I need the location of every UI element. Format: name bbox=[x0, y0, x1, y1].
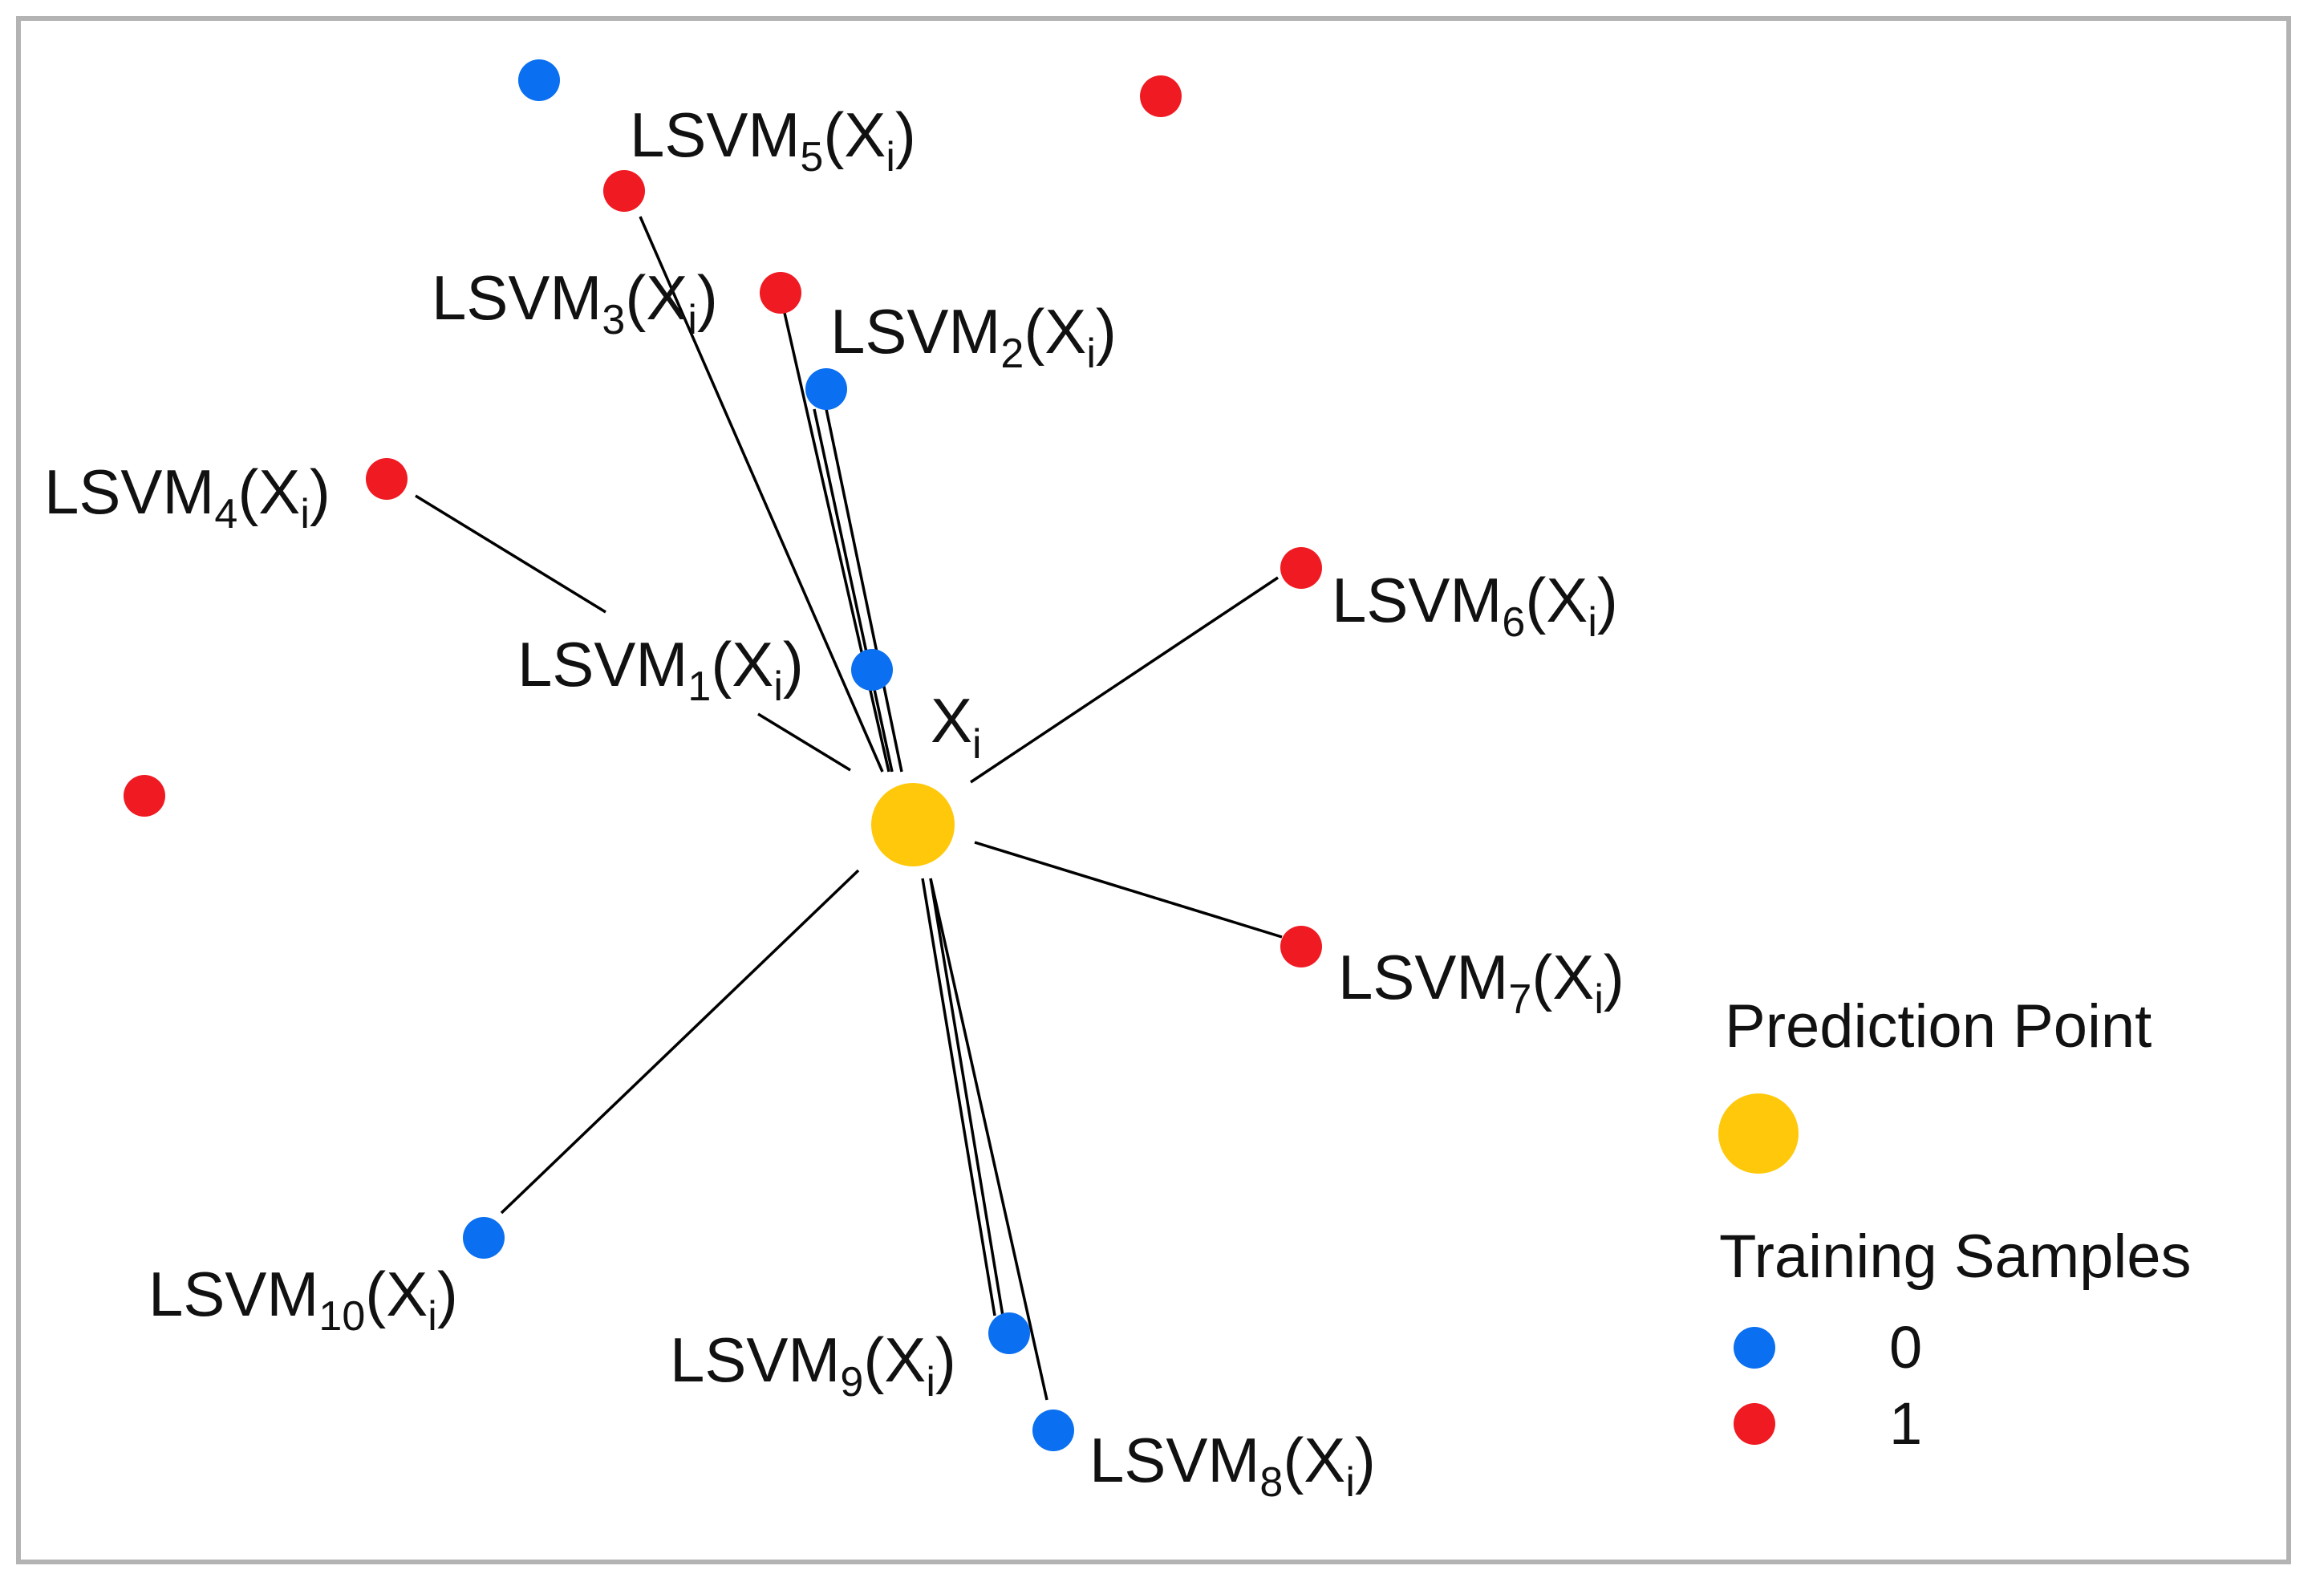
legend-class-1-label: 1 bbox=[1889, 1390, 1922, 1457]
sample-point-lsvm10 bbox=[463, 1217, 505, 1259]
sample-point-lsvm4 bbox=[366, 458, 408, 500]
sample-point-extra-top-left bbox=[518, 59, 560, 101]
label-lsvm1: LSVM1(Xi) bbox=[517, 629, 804, 710]
connector-lsvm6 bbox=[970, 576, 1279, 784]
sample-point-extra-top-right bbox=[1140, 75, 1182, 117]
connector-lsvm2-a bbox=[813, 408, 894, 773]
connector-lsvm4 bbox=[415, 494, 606, 614]
sample-point-lsvm5 bbox=[603, 170, 645, 212]
legend: Prediction Point Training Samples 0 1 bbox=[1718, 992, 2192, 1457]
label-lsvm4: LSVM4(Xi) bbox=[44, 456, 331, 537]
connector-lsvm2-b bbox=[825, 408, 903, 773]
connector-lsvm9-b bbox=[929, 878, 1004, 1316]
connector-lsvm10 bbox=[500, 869, 860, 1215]
sample-point-lsvm6 bbox=[1280, 547, 1322, 589]
sample-point-lsvm2 bbox=[805, 368, 847, 410]
connector-lsvm7 bbox=[974, 841, 1283, 939]
legend-prediction-title: Prediction Point bbox=[1725, 992, 2152, 1061]
connector-lsvm1 bbox=[757, 712, 851, 772]
connector-lsvm9-a bbox=[921, 878, 996, 1316]
label-lsvm3: LSVM3(Xi) bbox=[432, 262, 718, 343]
prediction-point-label: Xi bbox=[931, 685, 982, 768]
sample-point-extra-left bbox=[124, 775, 165, 817]
connector-lsvm8 bbox=[929, 878, 1048, 1401]
label-lsvm9: LSVM9(Xi) bbox=[670, 1324, 956, 1405]
label-lsvm5: LSVM5(Xi) bbox=[630, 99, 916, 181]
sample-point-lsvm1 bbox=[851, 649, 893, 691]
neighbor-labels: LSVM1(Xi) LSVM2(Xi) LSVM3(Xi) LSVM4(Xi) … bbox=[44, 99, 1624, 1506]
sample-point-lsvm3 bbox=[760, 272, 801, 314]
diagram-frame bbox=[16, 16, 2291, 1564]
label-lsvm6: LSVM6(Xi) bbox=[1332, 565, 1618, 646]
prediction-point bbox=[871, 783, 955, 866]
legend-training-title: Training Samples bbox=[1719, 1223, 2192, 1291]
sample-point-lsvm9 bbox=[988, 1312, 1030, 1354]
connector-lines bbox=[415, 216, 1283, 1401]
label-lsvm10: LSVM10(Xi) bbox=[148, 1259, 458, 1340]
sample-point-lsvm7 bbox=[1280, 926, 1322, 967]
legend-class-0-marker bbox=[1734, 1327, 1775, 1369]
label-lsvm7: LSVM7(Xi) bbox=[1338, 942, 1624, 1023]
connector-lsvm5 bbox=[639, 216, 884, 773]
label-lsvm8: LSVM8(Xi) bbox=[1089, 1425, 1376, 1506]
connector-lsvm3 bbox=[783, 312, 890, 773]
legend-prediction-marker bbox=[1718, 1093, 1799, 1174]
legend-class-0-label: 0 bbox=[1889, 1314, 1922, 1381]
legend-class-1-marker bbox=[1734, 1403, 1775, 1445]
training-samples bbox=[124, 59, 1322, 1451]
label-lsvm2: LSVM2(Xi) bbox=[830, 296, 1117, 377]
sample-point-lsvm8 bbox=[1032, 1410, 1074, 1451]
